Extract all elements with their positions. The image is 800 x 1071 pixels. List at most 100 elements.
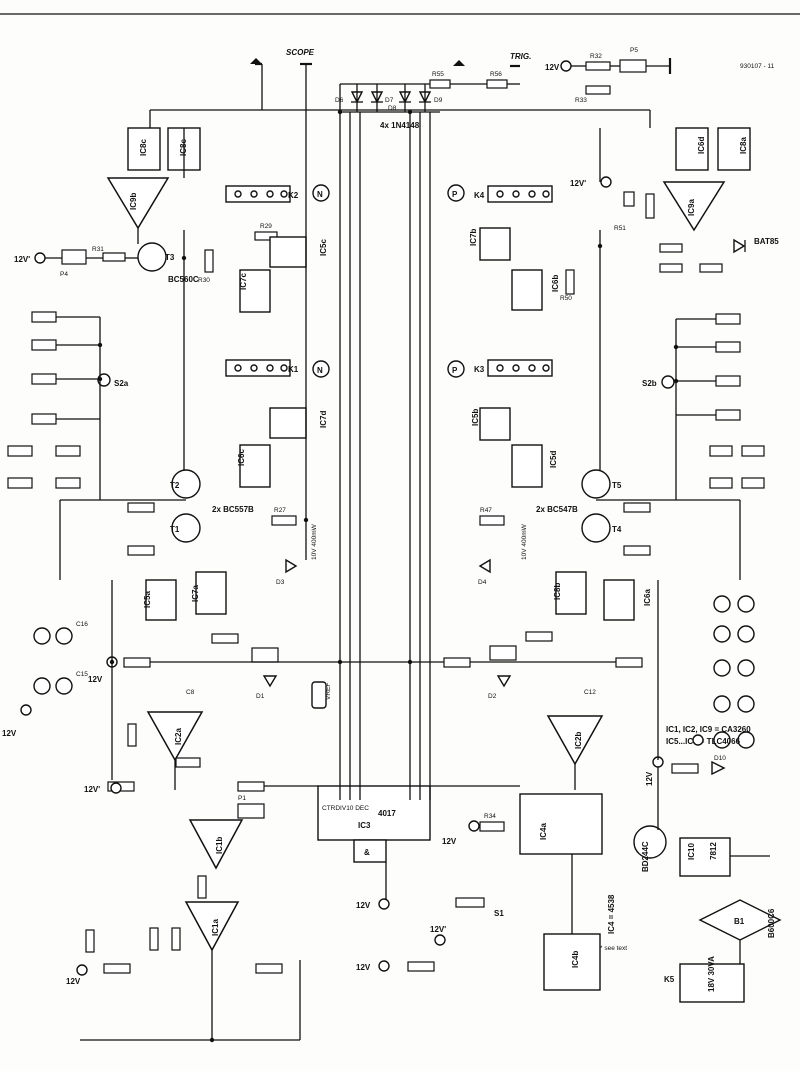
k2-label: K2 (288, 191, 299, 200)
r50-label: R50 (560, 295, 572, 302)
ic7d-label: IC7d (319, 411, 328, 428)
ic6c-label: IC6c (237, 449, 246, 466)
r33-label: R33 (575, 97, 587, 104)
bat85-label: BAT85 (754, 237, 779, 246)
t3-label: T3 (165, 253, 175, 262)
p-marker-mid: P (452, 366, 458, 375)
ic1a-label: IC1a (211, 919, 220, 936)
rectifier-label: B600C6 (767, 908, 776, 938)
r32-label: R32 (590, 53, 602, 60)
scope-label: SCOPE (286, 48, 315, 57)
t12-type: 2x BC557B (212, 505, 254, 514)
c16-label: C16 (76, 621, 88, 628)
ic9a-block: IC6d IC8a IC9a 12V' R51 BAT85 (570, 127, 779, 273)
ic3-block: CTRDIV10 DEC IC3 4017 & (317, 785, 431, 863)
ic7b-label: IC7b (469, 229, 478, 246)
ic1b-label: IC1b (215, 837, 224, 854)
supply-ic4: 12V (442, 837, 457, 846)
r30-label: R30 (198, 277, 210, 284)
d2-label: D2 (488, 693, 497, 700)
r47-label: R47 (480, 507, 492, 514)
c8-label: C8 (186, 689, 195, 696)
t2-label: T2 (170, 481, 180, 490)
supply-c10: 12V' (430, 925, 446, 934)
s2b-label: S2b (642, 379, 657, 388)
ic6a-label: IC6a (643, 589, 652, 606)
range-right: S2b (642, 313, 765, 489)
ic7a-label: IC7a (191, 585, 200, 602)
supply-s1: 12V (356, 901, 371, 910)
s2a-label: S2a (114, 379, 129, 388)
k2-block: K2 N R29 IC5c IC7c R30 (198, 184, 330, 313)
ic3-name: 4017 (378, 809, 396, 818)
supply-c9: 12V (356, 963, 371, 972)
d6-label: D6 (335, 97, 344, 104)
n-marker-top: N (317, 190, 323, 199)
output-transistors: T2 T1 2x BC557B T5 T4 2x BC547B R27 R47 … (127, 469, 651, 586)
ic8a-label: IC8a (739, 137, 748, 154)
t6-type: BD244C (641, 841, 650, 872)
d4-label: D4 (478, 579, 487, 586)
ic9b-block: IC8c IC8c IC9b T3 BC560C R31 12V' P4 (14, 127, 201, 284)
t45-type: 2x BC547B (536, 505, 578, 514)
ic2a-label: IC2a (174, 728, 183, 745)
supply-left-dec: 12V (2, 729, 17, 738)
ic4b-label: IC4b (571, 951, 580, 968)
vref-label: VREF (325, 683, 332, 700)
ic1-block: IC1b IC1a 12V 12V' P1 (66, 781, 283, 986)
ic2b-label: IC2b (574, 732, 583, 749)
k5-label: K5 (664, 975, 675, 984)
diodes-note: 4x 1N4148 (380, 121, 420, 130)
range-left: S2a (7, 311, 129, 489)
wiring (59, 64, 770, 1041)
k4-label: K4 (474, 191, 485, 200)
r27-label: R27 (274, 507, 286, 514)
zener-left: 10V 400mW (311, 523, 318, 560)
s1-label: S1 (494, 909, 504, 918)
power-supply: 12V D10 IC10 7812 BD244C B1 B600C6 K5 18… (633, 755, 782, 1003)
p5-supply: 12V (545, 63, 560, 72)
junctions (97, 109, 679, 1043)
r34-label: R34 (484, 813, 496, 820)
ic3-label: IC3 (358, 821, 371, 830)
ref-number: 930107 - 11 (740, 63, 775, 70)
r51-label: R51 (614, 225, 626, 232)
ic9b-label: IC9b (129, 193, 138, 210)
ic3-type: CTRDIV10 DEC (322, 805, 369, 812)
r29-label: R29 (260, 223, 272, 230)
ic4-note: IC4 = 4538 (607, 894, 616, 934)
k1-label: K1 (288, 365, 299, 374)
d9-label: D9 (434, 97, 443, 104)
c15-label: C15 (76, 671, 88, 678)
ic7c-label: IC7c (239, 273, 248, 290)
ic4b-block: IC4b IC4 = 4538 * see text (543, 894, 627, 991)
d7-label: D7 (385, 97, 394, 104)
ic5b-label: IC5b (471, 409, 480, 426)
k3-label: K3 (474, 365, 485, 374)
d3-label: D3 (276, 579, 285, 586)
vref-section: D1 D2 VREF 12V (88, 631, 643, 709)
k4-block: K4 P IC7b IC6b R50 (447, 184, 575, 311)
supply-ps: 12V (645, 771, 654, 786)
d8-label: D8 (388, 105, 397, 112)
ic5d-label: IC5d (549, 451, 558, 468)
ic9a-label: IC9a (687, 199, 696, 216)
r55-label: R55 (432, 71, 444, 78)
decoupling: C16 C15 12V IC1, IC2, IC9 = CA3260 IC5..… (2, 595, 755, 749)
supply-left-top: 12V' (14, 255, 30, 264)
t4-label: T4 (612, 525, 622, 534)
ic5a-label: IC5a (143, 591, 152, 608)
zener-right: 10V 400mW (521, 523, 528, 560)
ic5c-label: IC5c (319, 239, 328, 256)
switch-row: IC5a IC7a IC8b IC6a (143, 571, 652, 621)
top-section: SCOPE TRIG. D6 D7 D8 D9 4x 1N4148 R55 R5… (250, 47, 775, 130)
transformer-label: 18V 30VA (707, 956, 716, 992)
ic3-and: & (364, 848, 370, 857)
input-section: 12V S1 12V 12V' (356, 897, 504, 972)
ic4a-block: IC4a 12V R34 (442, 793, 603, 855)
r56-label: R56 (490, 71, 502, 78)
p-marker-top: P (452, 190, 458, 199)
k1-block: K1 N IC7d IC6c (225, 359, 330, 488)
